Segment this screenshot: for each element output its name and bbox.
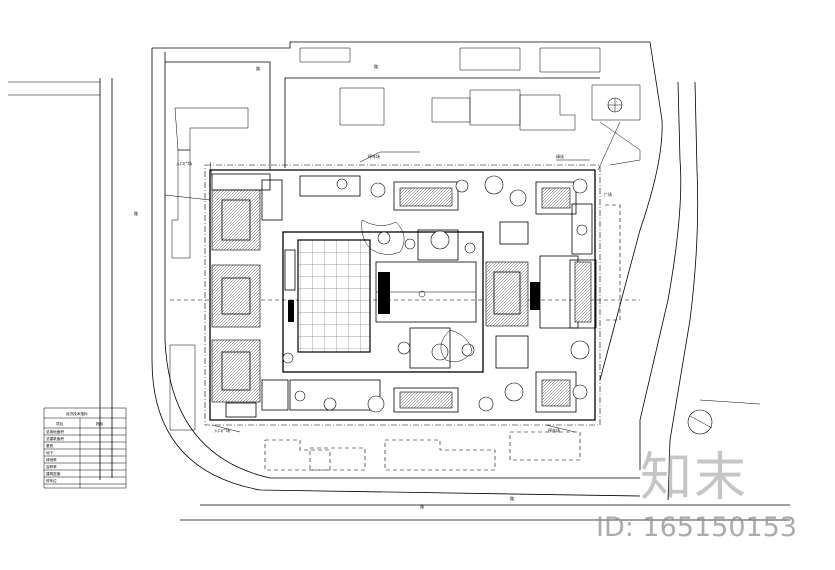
label-sw-callout: 入口广场	[214, 427, 230, 433]
label-nw-callout: 入口广场	[176, 160, 192, 166]
table-row-label: 基底	[46, 443, 54, 448]
table-row-label: 停车位	[46, 478, 57, 483]
landscape-trees	[282, 175, 590, 413]
callouts	[209, 121, 621, 433]
table-row-label: 绿地率	[46, 457, 57, 462]
west-wing	[211, 173, 289, 418]
watermark-id: ID: 165150153	[596, 512, 798, 543]
watermark-brand: 知末	[640, 448, 749, 508]
label-left-road: 路	[134, 210, 138, 216]
table-title: 经济技术指标	[66, 411, 88, 416]
label-se-callout: 停车场	[548, 427, 560, 433]
site-boundary	[204, 164, 601, 426]
label-top-road-2: 路	[374, 63, 378, 69]
table-row-label: 总建筑面积	[46, 436, 64, 441]
table-row-label: 建筑密度	[46, 471, 61, 476]
indicator-table: 经济技术指标 项目 指标 总用地面积 总建筑面积 基底 地下 绿地率 容积率 建…	[43, 407, 127, 489]
road-network	[8, 41, 790, 521]
context-buildings	[169, 47, 713, 471]
label-north-gate: 停车场	[368, 153, 380, 159]
table-row-label: 总用地面积	[46, 429, 64, 434]
label-bottom-road-2: 路	[510, 495, 514, 501]
central-hall	[282, 231, 484, 373]
table-row-label: 地下	[46, 450, 54, 455]
plan-labels: 路 路 路 路 路 停车场 绿化 广场 入口广场 入口广场 停车场	[134, 63, 612, 509]
label-east-gate: 绿化	[556, 153, 564, 159]
table-row-label: 容积率	[46, 464, 57, 469]
label-ne-callout: 广场	[604, 191, 612, 197]
table-header-value: 指标	[96, 421, 104, 426]
table-header-item: 项目	[56, 421, 63, 426]
east-block	[485, 181, 597, 413]
label-bottom-road: 路	[420, 503, 424, 509]
pavilions	[289, 175, 459, 413]
label-top-road: 路	[256, 65, 260, 71]
